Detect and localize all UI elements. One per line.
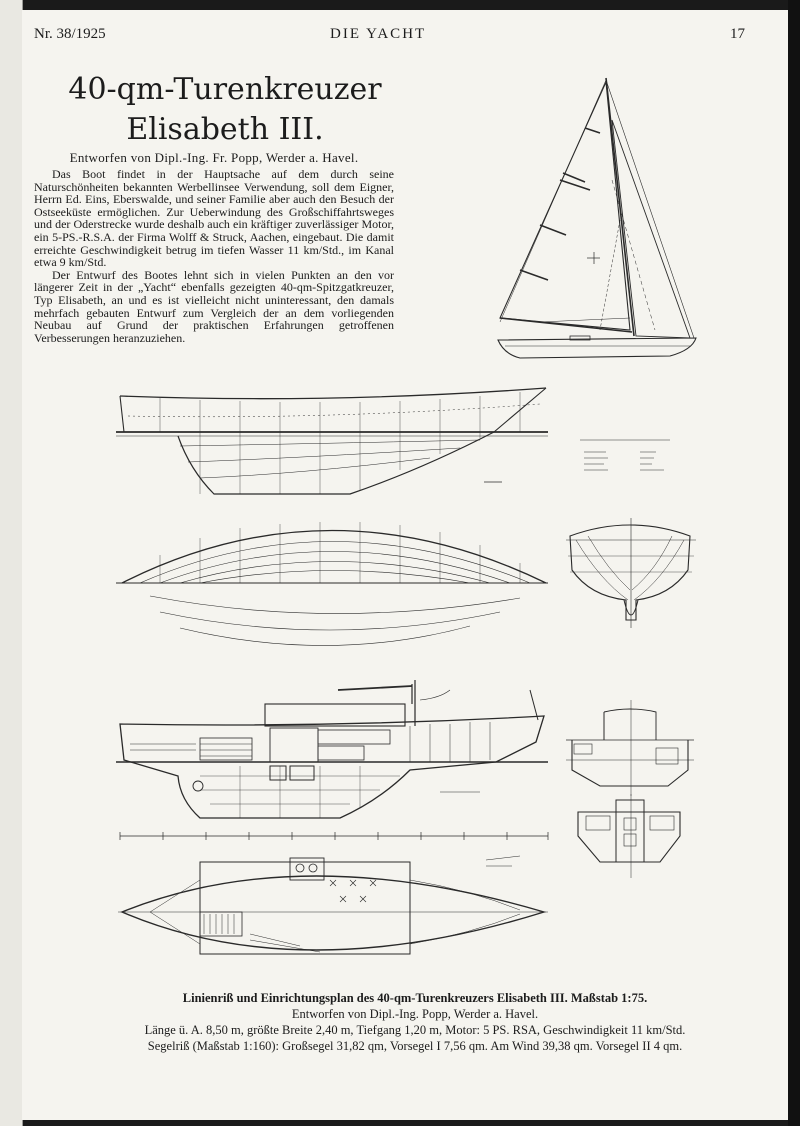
caption-title: Linienriß und Einrichtungsplan des 40-qm… (182, 991, 648, 1005)
article-title-line2: Elisabeth III. (126, 112, 324, 147)
caption-sail-areas: Segelriß (Maßstab 1:160): Großsegel 31,8… (147, 1039, 683, 1053)
profile-lines-plan (116, 387, 670, 495)
magazine-page (22, 10, 788, 1120)
half-breadth-plan (116, 522, 548, 646)
body-plan (566, 518, 696, 628)
issue-number: Nr. 38/1925 (34, 26, 106, 42)
interior-sections (566, 700, 694, 878)
deck-layout-plan (118, 855, 548, 955)
page-number: 17 (730, 26, 745, 42)
caption-designer: Entworfen von Dipl.-Ing. Popp, Werder a.… (291, 1007, 539, 1021)
caption-dimensions: Länge ü. A. 8,50 m, größte Breite 2,40 m… (144, 1023, 686, 1037)
paragraph: Der Entwurf des Bootes lehnt sich in vie… (34, 267, 394, 345)
designer-credit: Entworfen von Dipl.-Ing. Fr. Popp, Werde… (69, 150, 359, 165)
article-body: Das Boot findet in der Hauptsache auf de… (34, 168, 394, 344)
interior-profile (116, 680, 549, 840)
sail-plan (497, 77, 697, 359)
article-title-line1: 40-qm-Turenkreuzer (68, 72, 382, 107)
figure-caption: Linienriß und Einrichtungsplan des 40-qm… (90, 990, 740, 1054)
paragraph: Das Boot findet in der Hauptsache auf de… (34, 167, 394, 270)
scan-border (788, 0, 800, 1126)
magazine-title: DIE YACHT (330, 26, 427, 42)
